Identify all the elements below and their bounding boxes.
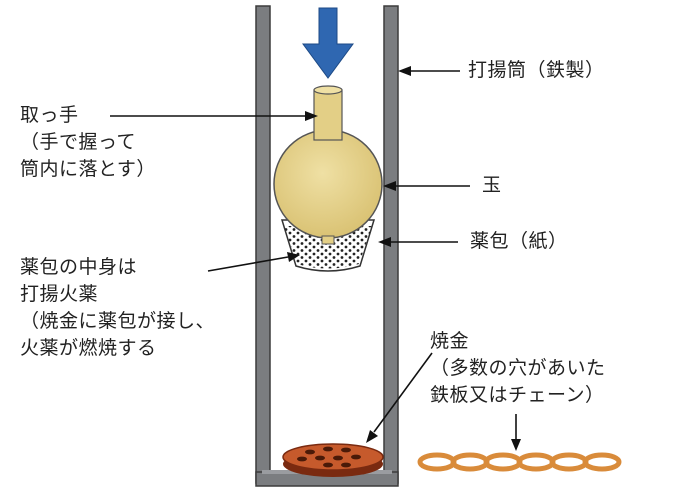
label-charge-packet: 薬包（紙）	[470, 230, 568, 252]
label-charge-contents-line-1: 薬包の中身は	[20, 256, 138, 278]
label-handle-line-3: 筒内に落とす）	[20, 158, 156, 180]
label-hot-plate-line-1: 焼金	[430, 330, 470, 352]
label-hot-plate: 焼金 （多数の穴があいた 鉄板又はチェーン）	[430, 328, 606, 409]
label-charge-contents-line-2: 打揚火薬	[20, 283, 99, 305]
label-handle: 取っ手 （手で握って 筒内に落とす）	[20, 102, 156, 183]
arrow-charge-contents	[207, 252, 300, 272]
label-charge-contents-line-3: （焼金に薬包が接し、	[20, 310, 216, 332]
chain	[417, 452, 622, 472]
label-hot-plate-line-2: （多数の穴があいた	[430, 357, 606, 379]
label-tube: 打揚筒（鉄製）	[468, 59, 605, 81]
arrow-chain	[511, 414, 521, 451]
arrow-hot-plate	[366, 352, 433, 443]
label-charge-contents-line-4: 火薬が燃焼する	[20, 337, 157, 359]
label-handle-line-2: （手で握って	[20, 131, 137, 153]
hot-plate	[282, 443, 384, 477]
down-arrow-icon	[302, 7, 354, 79]
arrow-charge-packet	[378, 237, 458, 247]
firework-ball	[273, 85, 383, 245]
arrow-ball	[383, 181, 470, 191]
label-charge-contents: 薬包の中身は 打揚火薬 （焼金に薬包が接し、 火薬が燃焼する	[20, 254, 215, 362]
arrow-handle	[110, 111, 318, 121]
label-ball: 玉	[482, 174, 502, 196]
label-handle-line-1: 取っ手	[20, 104, 79, 126]
label-hot-plate-line-3: 鉄板又はチェーン）	[430, 384, 605, 406]
arrow-tube	[398, 66, 460, 76]
